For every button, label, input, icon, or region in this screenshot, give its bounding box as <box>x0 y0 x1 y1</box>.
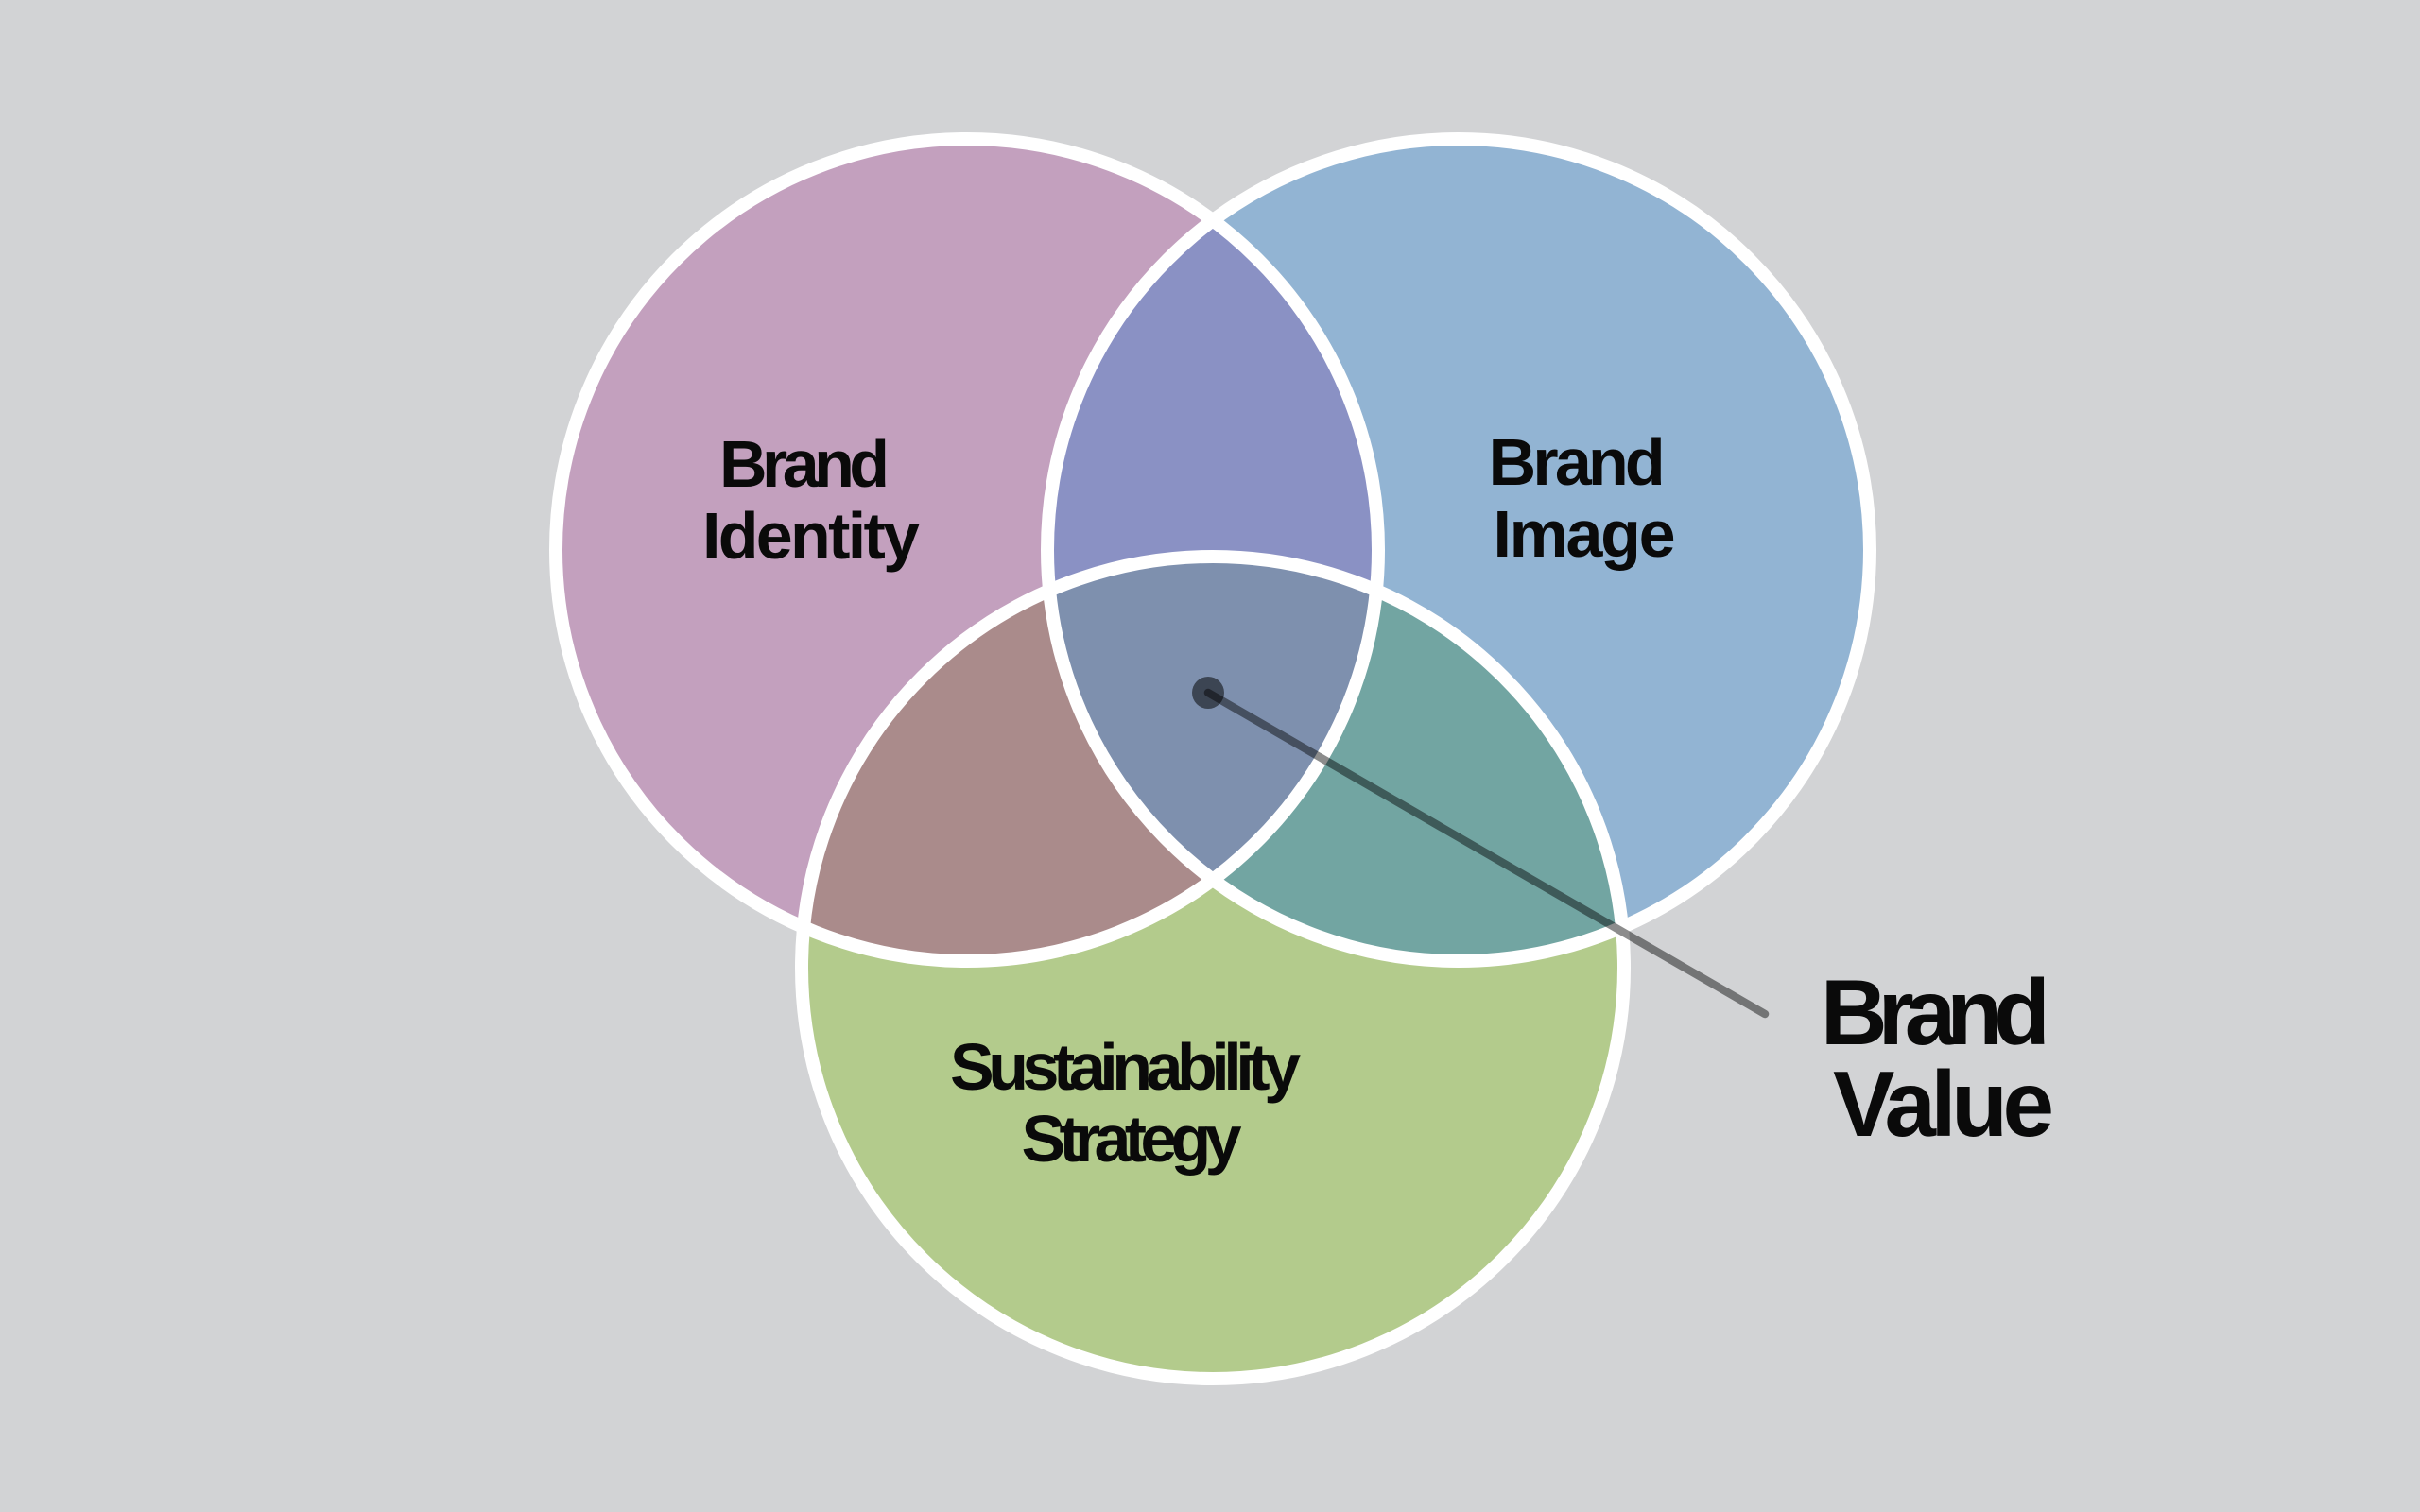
overlap-center <box>1049 556 1376 880</box>
label-brand-identity-line1: Brand <box>719 427 890 501</box>
label-brand-value: Brand Value <box>1821 960 2066 1156</box>
label-brand-value-line2: Value <box>1833 1052 2054 1156</box>
label-brand-image-line2: Image <box>1494 497 1676 571</box>
callout-line <box>1203 688 1770 1019</box>
circle-outlines <box>549 132 1876 1385</box>
callout-dot <box>1192 677 1224 709</box>
outline-brand-image <box>1041 132 1876 968</box>
label-brand-identity: Brand Identity <box>702 427 920 573</box>
label-sustainability-strategy-line1: Sustainability <box>950 1030 1301 1104</box>
outline-sustainability-strategy <box>795 550 1631 1385</box>
label-brand-image: Brand Image <box>1489 425 1681 571</box>
label-brand-identity-line2: Identity <box>702 499 920 573</box>
outline-brand-identity <box>549 132 1385 968</box>
label-brand-value-line1: Brand <box>1821 960 2050 1064</box>
label-sustainability-strategy-line2: Strategy <box>1022 1102 1242 1176</box>
label-brand-image-line1: Brand <box>1489 425 1666 499</box>
label-sustainability-strategy: Sustainability Strategy <box>950 1030 1313 1176</box>
